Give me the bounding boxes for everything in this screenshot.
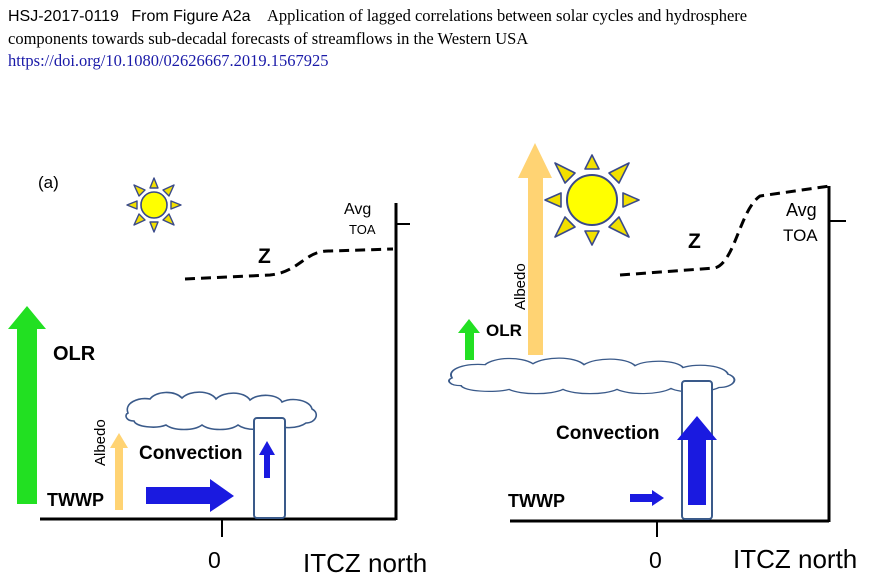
paper-title-line-1: Application of lagged correlations betwe… bbox=[266, 6, 748, 25]
twwp-label: TWWP bbox=[47, 490, 104, 510]
albedo-arrow bbox=[518, 143, 552, 355]
figure-reference: From Figure A2a bbox=[131, 8, 251, 25]
albedo-label: Albedo bbox=[92, 419, 109, 466]
paper-title-line-2: components towards sub-decadal forecasts… bbox=[8, 29, 529, 48]
itcz-north-label: ITCZ north bbox=[733, 544, 857, 574]
panel-label: (a) bbox=[38, 173, 59, 192]
z-label: Z bbox=[688, 230, 701, 253]
olr-label: OLR bbox=[53, 343, 96, 365]
olr-arrow bbox=[458, 319, 480, 360]
toa-label: TOA bbox=[783, 226, 818, 245]
z-dashed-curve bbox=[184, 247, 394, 281]
convection-arrow-up bbox=[677, 416, 717, 505]
z-dashed-curve bbox=[619, 184, 831, 277]
convection-arrow-up bbox=[259, 441, 275, 478]
twwp-arrow bbox=[146, 479, 234, 512]
convection-label: Convection bbox=[556, 423, 659, 444]
albedo-arrow bbox=[110, 433, 128, 510]
itcz-north-label: ITCZ north bbox=[303, 548, 427, 578]
toa-label: TOA bbox=[349, 222, 376, 237]
zero-label: 0 bbox=[208, 547, 221, 573]
avg-label: Avg bbox=[786, 200, 817, 220]
avg-label: Avg bbox=[344, 201, 371, 218]
olr-label: OLR bbox=[486, 321, 522, 340]
zero-label: 0 bbox=[649, 547, 662, 573]
doi-link[interactable]: https://doi.org/10.1080/02626667.2019.15… bbox=[8, 51, 329, 70]
albedo-label: Albedo bbox=[512, 263, 529, 310]
z-label: Z bbox=[258, 245, 271, 268]
header-line-1: HSJ-2017-0119 From Figure A2a Applicatio… bbox=[8, 6, 747, 26]
cloud-icon bbox=[125, 391, 318, 431]
olr-arrow bbox=[8, 306, 46, 504]
twwp-label: TWWP bbox=[508, 491, 565, 511]
twwp-arrow bbox=[630, 490, 664, 506]
panel-a: (a) Z Avg TOA OLR bbox=[8, 173, 427, 578]
panel-b: Z Avg TOA Albedo OLR Convection TWWP 0 I… bbox=[448, 143, 857, 574]
sun-large-icon bbox=[544, 154, 640, 246]
convection-label: Convection bbox=[139, 443, 242, 464]
sun-small-icon bbox=[126, 177, 182, 233]
manuscript-code: HSJ-2017-0119 bbox=[8, 8, 119, 25]
